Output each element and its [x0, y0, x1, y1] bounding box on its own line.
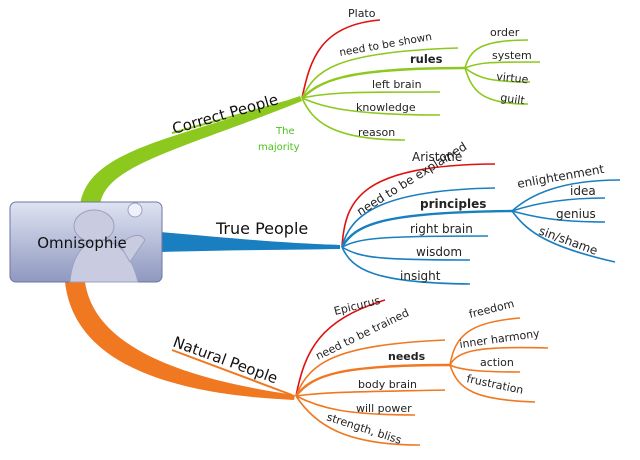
true-items: [340, 163, 621, 285]
branch-natural-connector: [65, 282, 295, 400]
correct-sub-system[interactable]: system: [492, 49, 532, 62]
correct-item-reason[interactable]: reason: [358, 126, 395, 139]
branch-true-underline: [214, 241, 341, 247]
natural-item-body-brain[interactable]: body brain: [358, 378, 417, 391]
true-sub-idea[interactable]: idea: [570, 184, 596, 198]
true-sub-sin-shame[interactable]: sin/shame: [537, 224, 600, 258]
thinker-icon: [69, 202, 146, 283]
correct-item-rules[interactable]: rules: [410, 52, 443, 66]
correct-sub-virtue[interactable]: virtue: [496, 70, 530, 86]
natural-item-needs[interactable]: needs: [388, 350, 426, 363]
natural-item-epicurus[interactable]: Epicurus: [333, 294, 382, 318]
branch-natural-underline: [171, 349, 293, 396]
correct-sub-guilt[interactable]: guilt: [500, 91, 527, 107]
central-node[interactable]: Omnisophie: [9, 201, 163, 283]
true-item-principles[interactable]: principles: [420, 197, 486, 211]
true-item-aristotle[interactable]: Aristotle: [412, 150, 462, 164]
true-item-wisdom[interactable]: wisdom: [416, 245, 462, 259]
correct-sub-order[interactable]: order: [490, 26, 520, 39]
true-sub-genius[interactable]: genius: [556, 207, 596, 221]
natural-item-will-power[interactable]: will power: [356, 402, 412, 415]
natural-item-strength-bliss[interactable]: strength, bliss: [325, 410, 403, 447]
natural-sub-freedom[interactable]: freedom: [468, 297, 516, 321]
branch-correct-connector: [80, 96, 302, 205]
central-label: Omnisophie: [37, 234, 127, 252]
true-item-insight[interactable]: insight: [400, 269, 441, 283]
branch-correct-note-line2: majority: [258, 142, 300, 153]
branch-true-connector: [160, 232, 340, 252]
branch-correct-note-line1: The: [275, 126, 295, 137]
correct-item-plato[interactable]: Plato: [348, 7, 376, 20]
correct-item-knowledge[interactable]: knowledge: [356, 101, 416, 114]
correct-item-left-brain[interactable]: left brain: [372, 78, 422, 91]
natural-sub-action[interactable]: action: [480, 356, 514, 369]
branch-correct-underline: [171, 101, 286, 134]
natural-items: [295, 299, 549, 446]
branch-true-label[interactable]: True People: [215, 219, 308, 238]
correct-items: [301, 19, 541, 141]
true-item-right-brain[interactable]: right brain: [410, 222, 473, 236]
